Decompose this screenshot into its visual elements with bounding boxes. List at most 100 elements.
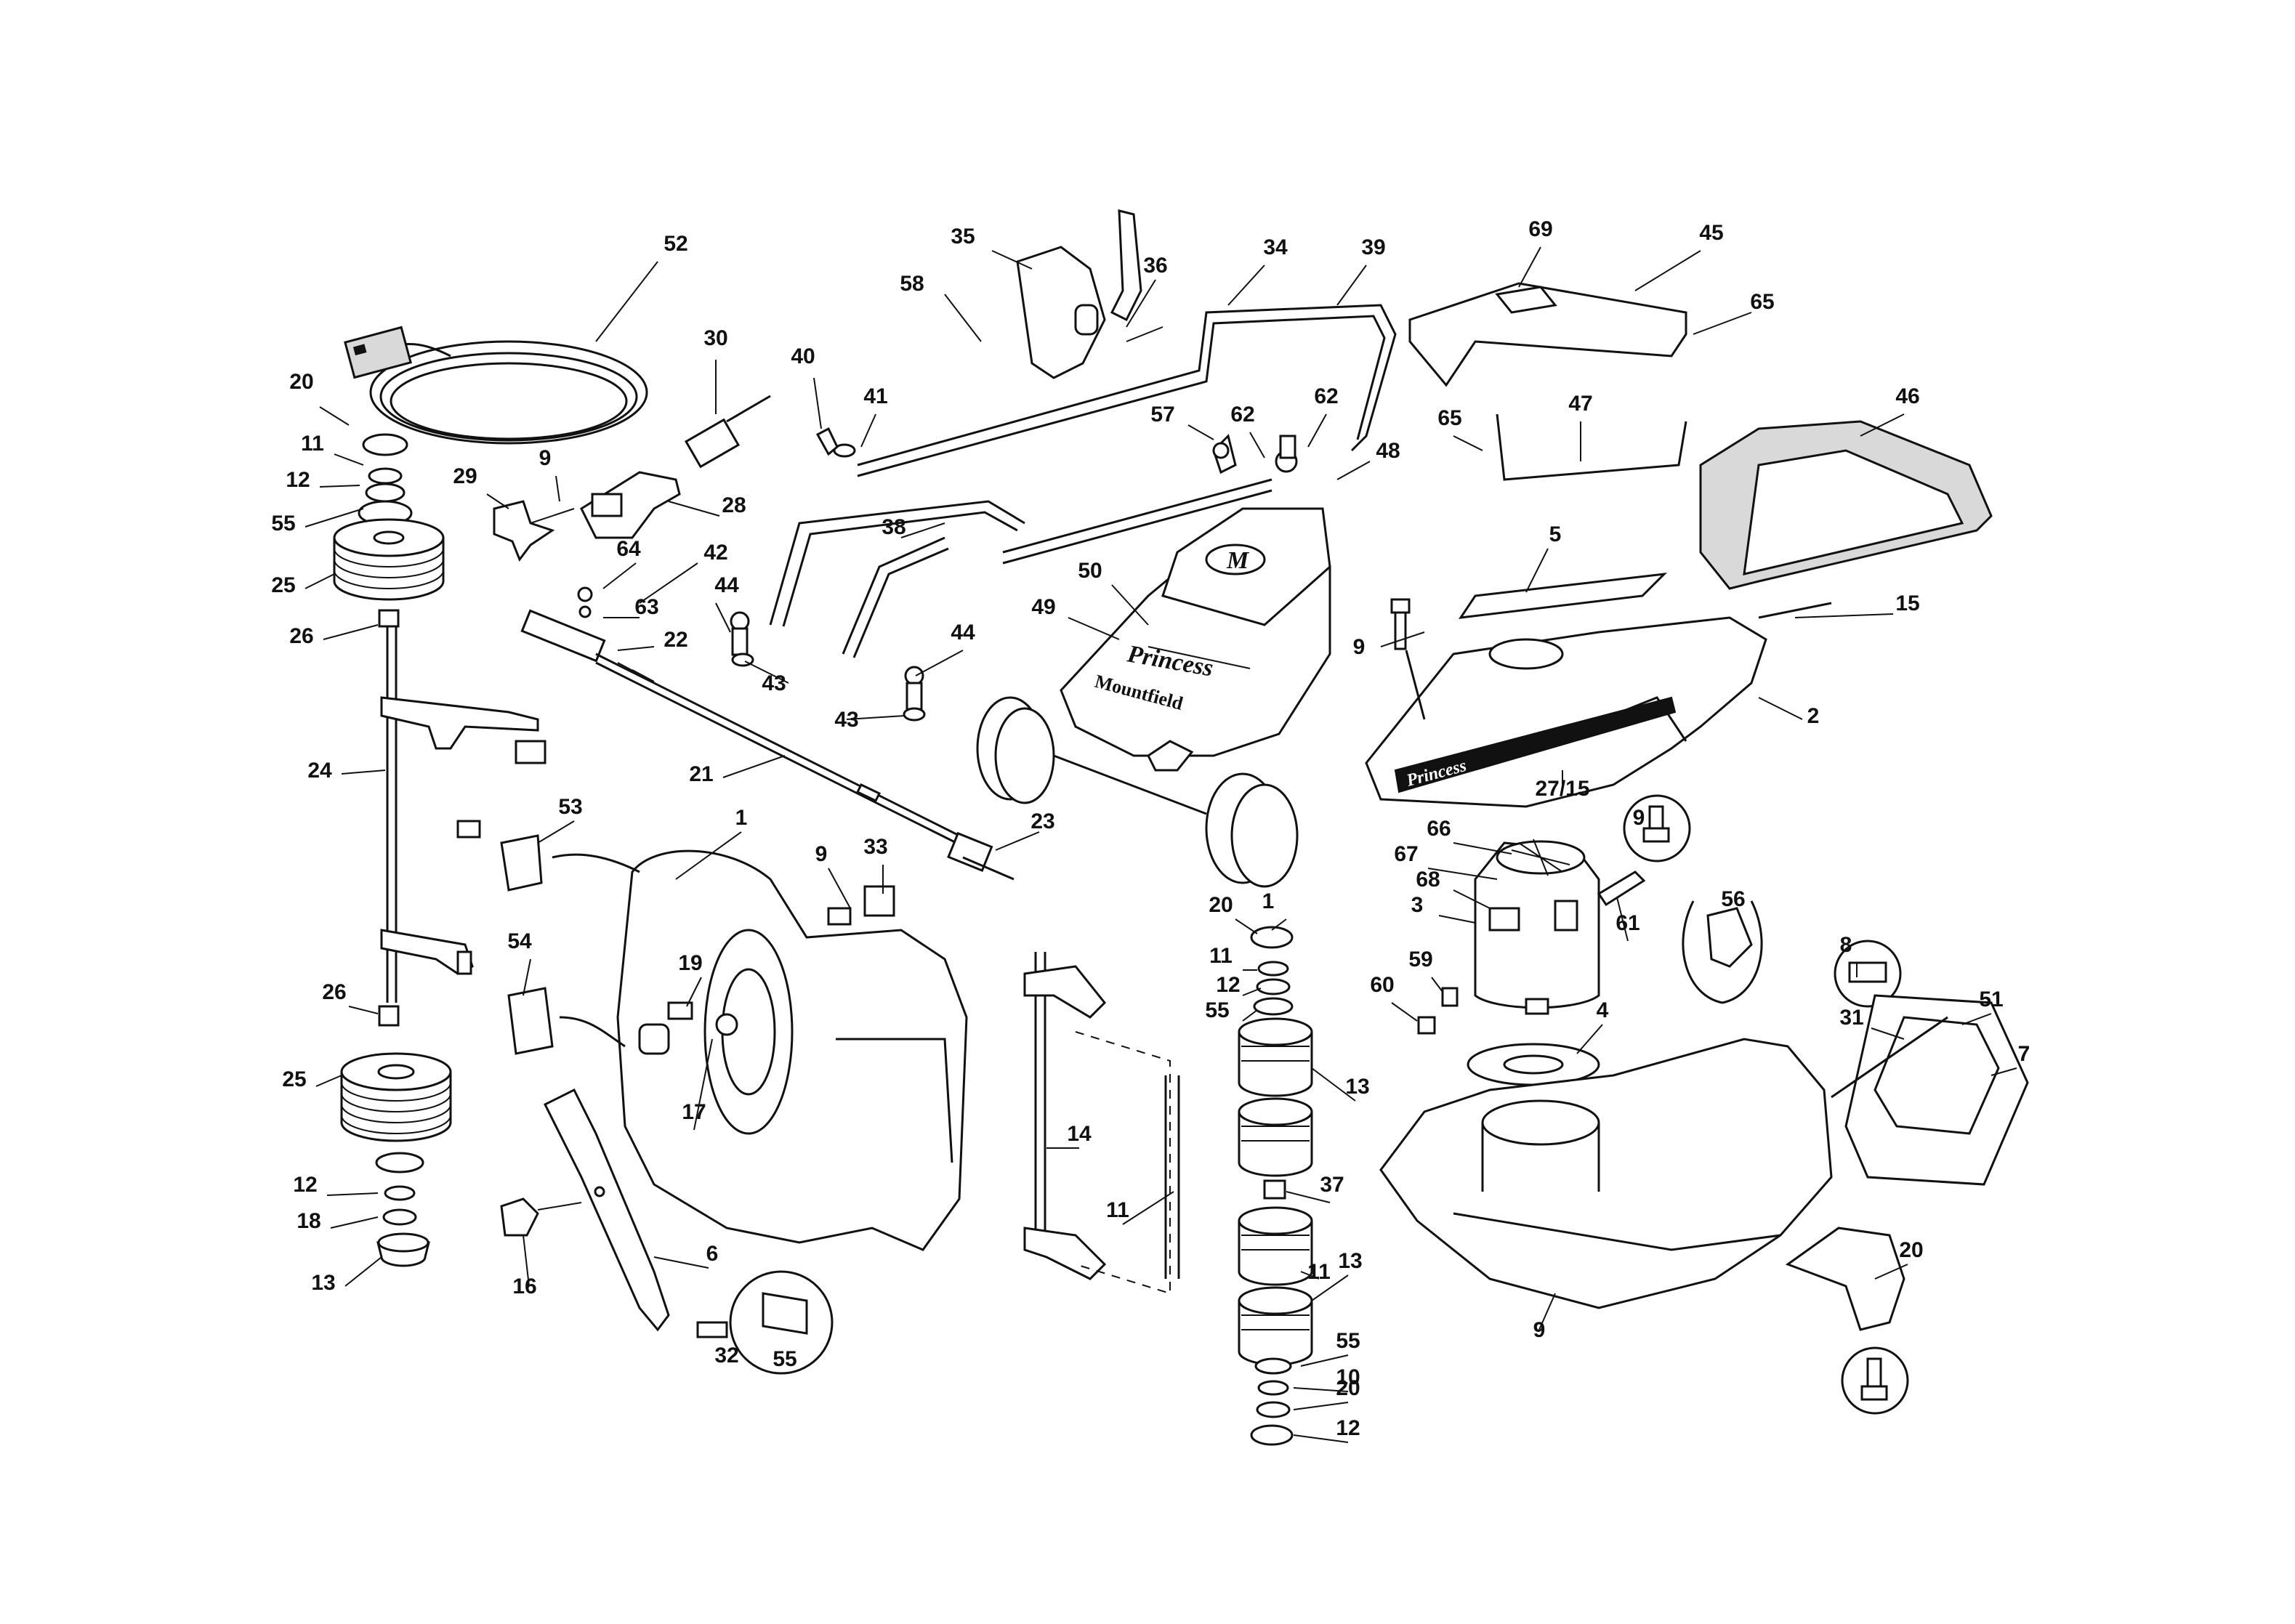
part-label: 55 [1205,998,1229,1022]
part-label: 50 [1078,559,1102,583]
leader-line [617,646,655,651]
leader-line [1453,435,1483,451]
leader-line [1286,1191,1331,1203]
leader-line [319,406,350,426]
leader-line [995,831,1040,851]
part-label: 5 [1549,522,1562,546]
motor [1417,839,1646,1035]
leader-line [1300,1271,1320,1280]
part-label: 20 [1209,893,1233,917]
leader-line [1427,868,1498,880]
part-label: 45 [1699,221,1723,245]
leader-line [1616,897,1629,942]
leader-line [915,650,964,676]
leader-line [668,501,720,517]
logo-mark: M [1226,547,1250,574]
part-label: 25 [282,1067,306,1091]
part-label: 44 [714,573,739,597]
part-label: 51 [1979,987,2003,1011]
leader-line [860,413,876,448]
leader-line [486,493,509,509]
leader-line [1961,1013,1992,1025]
leader-line [1693,312,1752,335]
housing-left [616,849,968,1251]
part-label: 44 [951,621,975,645]
part-label: 11 [301,432,324,456]
hood-bolt-inset [1623,794,1691,863]
part-label: 22 [664,628,687,652]
leader-line [1538,1293,1556,1330]
leader-line [323,624,379,640]
assembled-mower: M Princess Mountfield [976,434,1331,888]
part-label: 66 [1427,817,1451,841]
part-label: 69 [1528,217,1552,241]
leader-line [1860,413,1905,437]
blade [543,1088,670,1332]
part-label: 7 [2018,1042,2030,1066]
leader-line [1227,264,1265,306]
part-label: 62 [1230,403,1254,427]
leader-line [334,453,364,466]
leader-line [348,1006,379,1014]
leader-line [555,475,560,502]
part-label: 9 [1353,635,1366,659]
leader-line [1380,631,1425,647]
part-label: 24 [307,759,332,783]
leader-line [846,715,906,720]
leader-line [602,562,637,589]
part-label: 23 [1030,809,1054,833]
power-cable [344,326,648,445]
part-label: 35 [951,225,975,249]
adjuster-lever [1016,209,1163,379]
grass-bag [1699,420,1993,590]
leader-line [1336,461,1371,480]
part-label: 20 [1336,1376,1360,1400]
height-adjust-assembly [380,626,546,1003]
leader-line [1293,1434,1349,1443]
leader-line [722,755,786,778]
part-label: 36 [1143,254,1167,278]
leader-line [715,602,731,633]
leader-line [1391,1002,1418,1022]
leader-line [1235,918,1258,934]
leader-lines [304,246,2017,1443]
leader-line [1453,889,1491,909]
leader-line [1874,1264,1908,1280]
leader-line [315,1075,342,1087]
part-label: 4 [1597,998,1609,1022]
part-label: 40 [791,344,815,368]
part-label: 31 [1839,1006,1863,1030]
leader-line [344,1256,382,1287]
part-label: 12 [1216,973,1240,997]
motor-gasket [1467,1043,1600,1086]
leader-line [1187,424,1214,440]
part-label: 25 [271,573,295,597]
part-label: 29 [453,464,477,488]
part-label: 61 [1616,911,1639,935]
roller-upper [333,433,445,628]
leader-line [1126,279,1156,328]
leader-line [1122,1191,1174,1225]
leader-line [744,660,789,684]
leader-line [1438,915,1476,924]
leader-line [675,831,742,880]
roller-stack [1238,926,1313,1446]
leader-line [326,1192,379,1196]
leader-line [1453,842,1512,855]
leader-line [1871,1027,1905,1040]
part-label: 30 [703,326,727,350]
leader-line [1293,1387,1349,1392]
leader-line [1634,250,1701,291]
part-label: 12 [286,468,310,492]
leader-line [304,508,364,528]
leader-line [1525,548,1549,593]
leader-line [1293,1402,1349,1410]
switch-panel-group [1831,940,2029,1186]
leader-line [1249,432,1265,458]
leader-line [1518,246,1541,288]
part-label: 68 [1416,868,1440,892]
part-label: 55 [1336,1329,1360,1353]
part-label: 65 [1750,290,1774,314]
leader-line [1576,1024,1603,1054]
